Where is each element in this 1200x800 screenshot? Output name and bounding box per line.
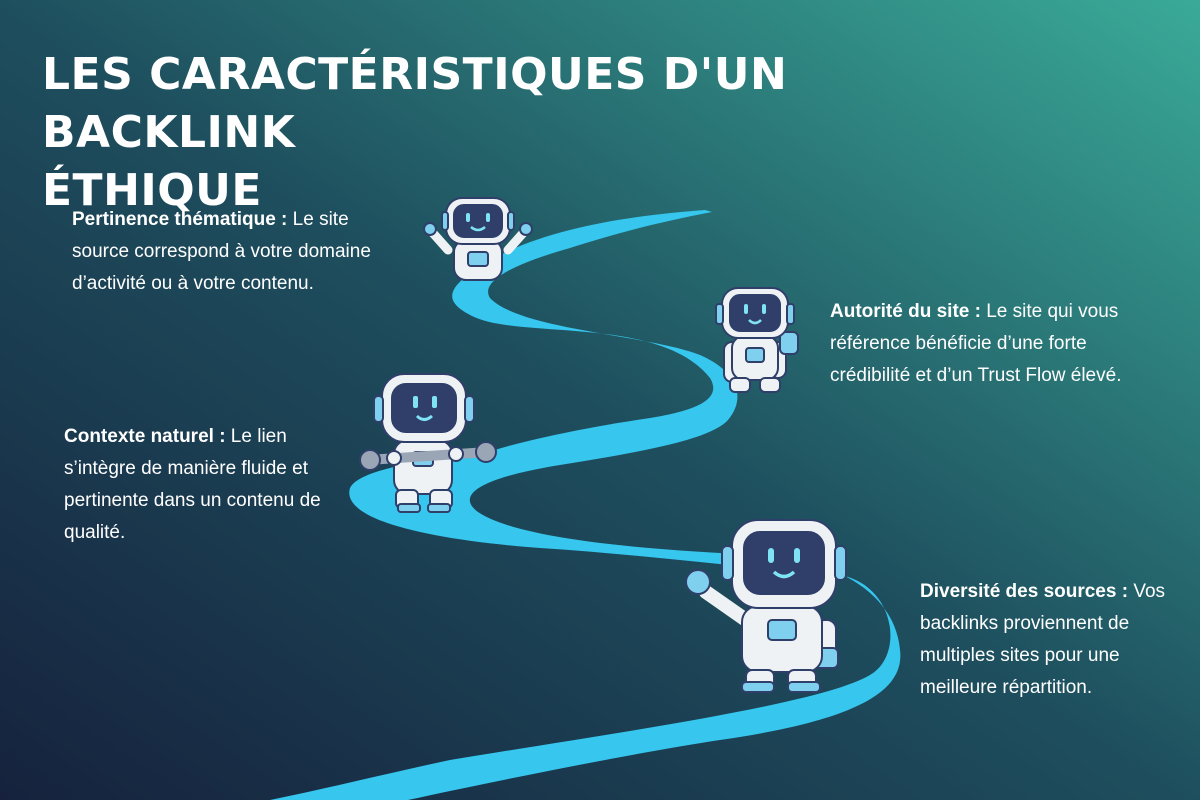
item-body: Le site source correspond à votre domain…: [72, 209, 371, 294]
robot-thumbs-up-icon: [715, 287, 799, 393]
page-title: LES CARACTÉRISTIQUES D'UN BACKLINK ÉTHIQ…: [42, 49, 788, 216]
item-body: Vos backlinks proviennent de multiples s…: [920, 581, 1166, 698]
item-title: Contexte naturel :: [64, 426, 226, 447]
characteristic-item-diversity: Diversité des sources : Vos backlinks pr…: [920, 576, 1190, 704]
item-body: Le site qui vous référence bénéficie d’u…: [830, 301, 1122, 386]
item-title: Diversité des sources :: [920, 581, 1129, 602]
item-title: Pertinence thématique :: [72, 209, 288, 230]
item-body: Le lien s’intègre de manière fluide et p…: [64, 426, 321, 543]
characteristic-item-authority: Autorité du site : Le site qui vous réfé…: [830, 296, 1160, 392]
characteristic-item-context: Contexte naturel : Le lien s’intègre de …: [64, 421, 334, 549]
robot-waving-icon: [685, 519, 847, 693]
robot-wrench-icon: [359, 373, 497, 513]
characteristic-item-relevance: Pertinence thématique : Le site source c…: [72, 204, 392, 300]
robot-cheering-icon: [423, 197, 533, 281]
item-title: Autorité du site :: [830, 301, 981, 322]
